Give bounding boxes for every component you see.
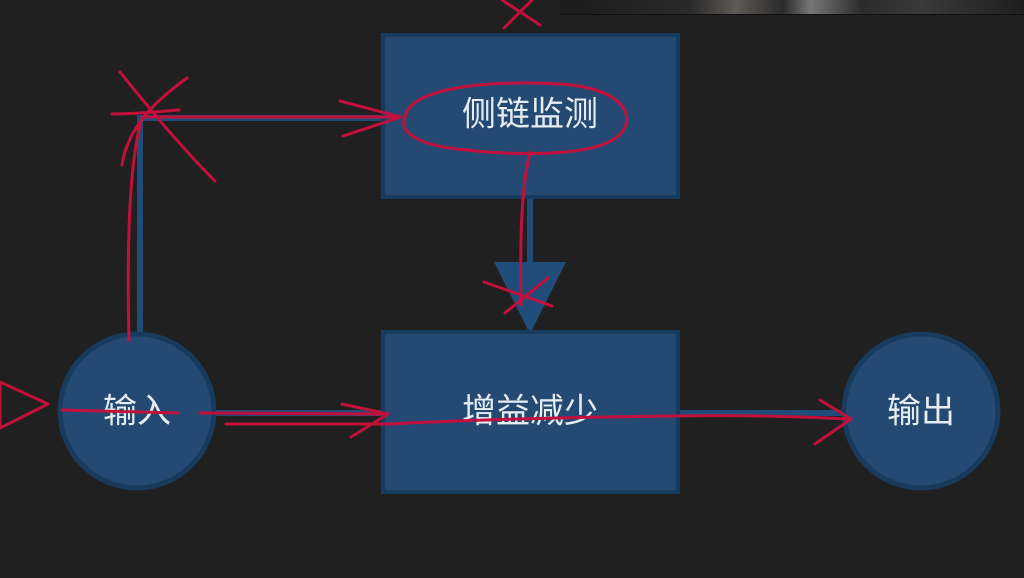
gain-top-cross-mark [482,276,554,315]
sidechain-detection-node [381,33,680,199]
gain-to-output-red-line [386,414,850,426]
red-annotations [0,0,853,446]
output-node [841,331,1001,491]
input-to-gain-red-line-1 [198,411,389,416]
output-label: 输出 [887,392,955,432]
left-input-arrowhead [0,380,50,430]
left-top-x-stroke-2 [120,76,189,167]
left-top-x-stroke-1 [118,70,217,183]
left-vertical-red-line [126,116,144,342]
sidechain-label: 侧链监测 [462,95,598,135]
input-red-tail [60,408,180,415]
input-to-sidechain-connector [137,115,385,343]
input-to-gain-arrowhead [340,402,390,439]
gain-label: 增益减少 [462,392,598,432]
sidechain-label-oval [402,81,629,156]
output-arrowhead [813,398,853,446]
top-x-mark [500,0,542,30]
sidechain-arrowhead [338,99,403,138]
left-top-x-stroke-3 [110,108,181,116]
top-right-photo-strip [560,0,1024,15]
sidechain-to-gain-red-line [519,150,532,307]
